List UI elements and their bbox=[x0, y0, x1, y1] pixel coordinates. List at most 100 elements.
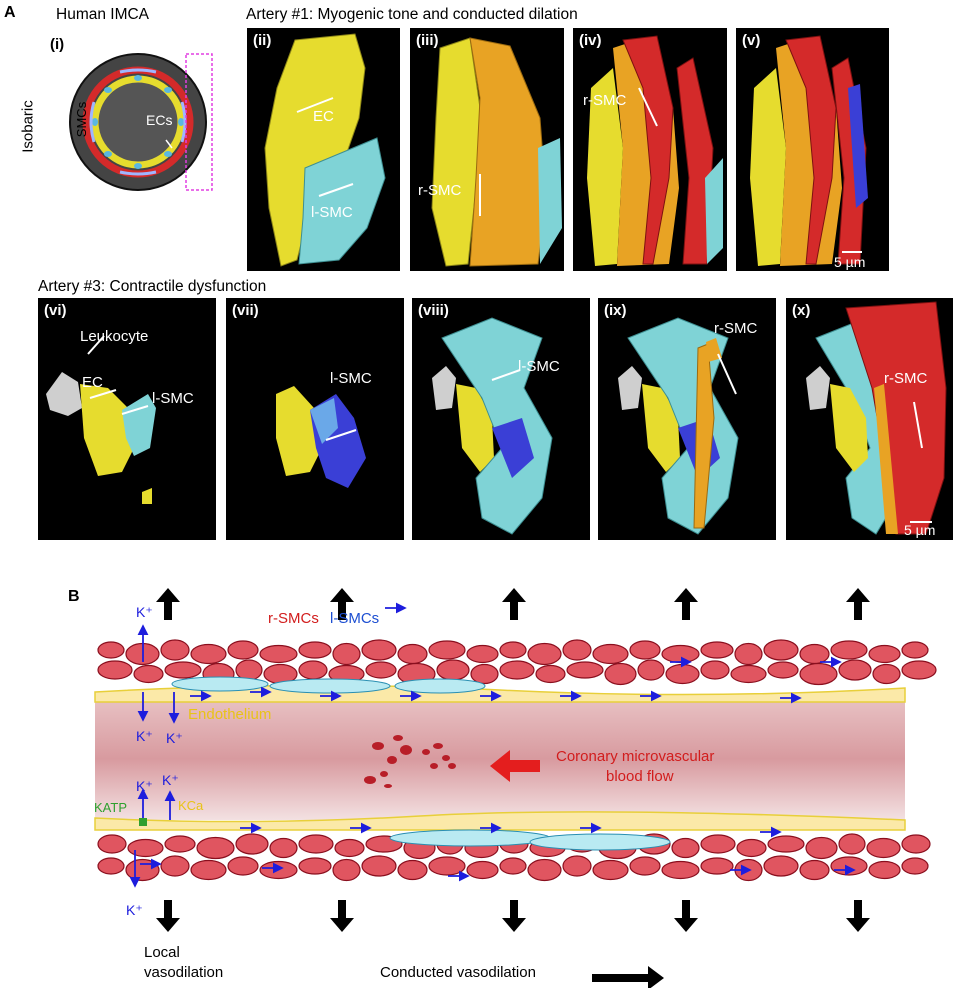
smc-cell bbox=[164, 661, 202, 679]
panel-i-label: (i) bbox=[50, 36, 65, 53]
smc-cell bbox=[901, 641, 929, 659]
smc-cell bbox=[190, 643, 227, 665]
panel-iv: (iv) r-SMC bbox=[573, 28, 727, 271]
smc-cell bbox=[763, 639, 799, 661]
smc-cell bbox=[527, 858, 562, 882]
smc-cell bbox=[838, 833, 866, 855]
smc-cell bbox=[805, 836, 838, 860]
smc-cell bbox=[298, 641, 332, 659]
smc-cell bbox=[901, 834, 931, 854]
smc-cell bbox=[466, 860, 499, 880]
smcs-label: SMCs bbox=[74, 101, 90, 138]
conducted-label: Conducted vasodilation bbox=[380, 964, 536, 981]
smc-cell bbox=[700, 857, 734, 875]
panel-iv-label: (iv) bbox=[579, 32, 602, 49]
smc-cell bbox=[436, 659, 470, 681]
smc-cell bbox=[259, 644, 298, 664]
smc-cell bbox=[397, 859, 428, 881]
smc-cell bbox=[298, 660, 328, 680]
ecs-label: ECs bbox=[146, 112, 173, 128]
smc-cell bbox=[730, 664, 767, 684]
smc-cell bbox=[868, 644, 901, 664]
smc-cell bbox=[227, 640, 259, 660]
lsmc-label-vii: l-SMC bbox=[330, 370, 372, 387]
smc-cell bbox=[227, 856, 259, 876]
smc-cell bbox=[799, 643, 830, 665]
smc-cell bbox=[763, 855, 799, 877]
vessel-diagram bbox=[94, 588, 937, 988]
smc-cell bbox=[901, 660, 937, 680]
smc-cell bbox=[127, 838, 164, 858]
ec-label-vi: EC bbox=[82, 374, 103, 391]
smc-cell bbox=[365, 661, 397, 679]
smc-cell bbox=[97, 834, 127, 854]
panel-iii: (iii) r-SMC bbox=[410, 28, 564, 271]
smc-cell bbox=[428, 856, 466, 876]
smc-cell bbox=[734, 642, 763, 666]
smc-cell bbox=[332, 858, 361, 882]
panel-iii-label: (iii) bbox=[416, 32, 439, 49]
smc-cell bbox=[334, 838, 365, 858]
smc-cell bbox=[499, 641, 527, 659]
ec-label: EC bbox=[313, 108, 334, 125]
smc-cell bbox=[700, 660, 730, 680]
kca-label: KCa bbox=[178, 798, 204, 813]
local-label-1: Local bbox=[144, 944, 180, 961]
smc-cell bbox=[767, 661, 799, 679]
rsmc-label-iv: r-SMC bbox=[583, 92, 627, 109]
smc-cell bbox=[164, 835, 196, 853]
smc-cell bbox=[665, 663, 700, 685]
smc-cell bbox=[592, 859, 629, 881]
artery1-title: Artery #1: Myogenic tone and conducted d… bbox=[246, 6, 578, 23]
smc-cell bbox=[700, 641, 734, 659]
human-imca-title: Human IMCA bbox=[56, 6, 150, 23]
smc-cell bbox=[397, 643, 428, 665]
panel-ix-label: (ix) bbox=[604, 302, 627, 319]
scale-bar-v: 5 µm bbox=[834, 254, 866, 270]
ecs-label-wrap: ECs bbox=[146, 112, 186, 152]
isobaric-label: Isobaric bbox=[19, 100, 37, 153]
smc-cell bbox=[767, 835, 805, 853]
smc-cell bbox=[700, 834, 736, 854]
smc-cell bbox=[160, 855, 190, 877]
endothelium-label: Endothelium bbox=[188, 706, 272, 723]
smc-cell bbox=[428, 640, 466, 660]
smc-cell bbox=[361, 639, 397, 661]
smc-cell bbox=[470, 663, 499, 685]
k-plus-bottom: K⁺ bbox=[126, 902, 143, 918]
panel-vi: (vi) Leukocyte EC l-SMC bbox=[38, 298, 216, 540]
smc-cell bbox=[830, 856, 868, 876]
smc-cell bbox=[196, 836, 235, 860]
smc-cell bbox=[661, 644, 700, 664]
k-plus-top: K⁺ bbox=[136, 604, 153, 620]
panel-vi-label: (vi) bbox=[44, 302, 67, 319]
smc-cell bbox=[901, 857, 929, 875]
panel-ii-label: (ii) bbox=[253, 32, 272, 49]
smc-cell bbox=[671, 837, 700, 859]
rsmc-label-iii: r-SMC bbox=[418, 182, 462, 199]
smc-cell bbox=[298, 834, 334, 854]
panel-b-letter: B bbox=[68, 588, 80, 605]
smc-cell bbox=[830, 640, 868, 660]
panel-viii-label: (viii) bbox=[418, 302, 449, 319]
artery3-title: Artery #3: Contractile dysfunction bbox=[38, 278, 267, 295]
leukocyte-label: Leukocyte bbox=[80, 328, 149, 345]
smc-cell bbox=[269, 837, 298, 859]
smc-cell bbox=[866, 837, 901, 859]
smc-cell bbox=[466, 644, 499, 664]
smc-cell bbox=[235, 833, 269, 855]
smc-cell bbox=[566, 661, 604, 679]
panel-vii-label: (vii) bbox=[232, 302, 259, 319]
smc-cell bbox=[160, 639, 190, 661]
panel-x: (x) r-SMC 5 µm bbox=[786, 298, 953, 540]
panel-v-label: (v) bbox=[742, 32, 761, 49]
panel-ii: (ii) EC l-SMC bbox=[247, 28, 400, 271]
panel-viii: (viii) l-SMC bbox=[412, 298, 590, 540]
k-plus-low2: K⁺ bbox=[162, 772, 179, 788]
smc-cell bbox=[332, 642, 361, 666]
lsmc-label-viii: l-SMC bbox=[518, 358, 560, 375]
smc-cell bbox=[361, 855, 397, 877]
flow-label-1: Coronary microvascular bbox=[556, 748, 715, 765]
katp-label: KATP bbox=[94, 800, 127, 815]
panel-x-label: (x) bbox=[792, 302, 811, 319]
